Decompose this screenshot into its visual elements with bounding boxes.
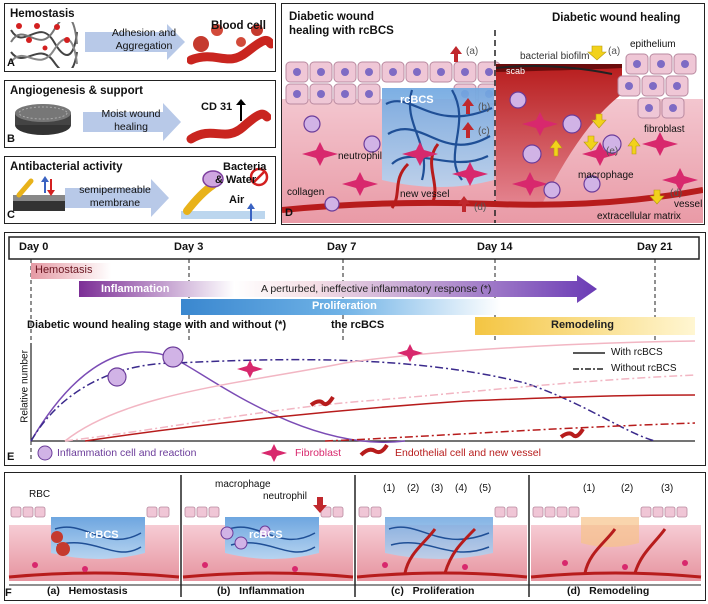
neutrophil-label-b: neutrophil [263, 491, 307, 502]
panel-d-letter: D [285, 207, 293, 219]
curves [30, 340, 696, 462]
legend-with-rcbcs: With rcBCS [611, 347, 663, 358]
macrophage-label: macrophage [578, 170, 634, 181]
air-label: Air [229, 194, 245, 206]
stage-inflammation: (b) Inflammation [217, 585, 305, 597]
day-0-label: Day 0 [19, 241, 49, 253]
epithelium-label: epithelium [630, 39, 676, 50]
scaffold-icon [15, 104, 71, 135]
fibroblast-label: fibroblast [644, 124, 685, 135]
rcbcs-label-a: rcBCS [85, 529, 119, 541]
marker-d3: (3) [661, 483, 674, 494]
cd31-label: CD 31 [201, 101, 233, 113]
vessel-label: vessel [674, 199, 703, 210]
panel-c-letter: C [7, 209, 15, 221]
inflammation-phase: Inflammation [101, 283, 170, 295]
marker-c5: (5) [479, 483, 492, 494]
panel-f-letter: F [5, 587, 12, 599]
collagen-label: collagen [287, 187, 325, 198]
panel-b: Angiogenesis & support Moist wound heali… [4, 80, 276, 148]
membrane-text: semipermeable membrane [79, 184, 151, 209]
membrane-arrow: semipermeable membrane [65, 179, 169, 217]
marker-b: (b) [478, 102, 491, 113]
new-vessel-label: new vessel [400, 189, 450, 200]
marker-e: (e) [606, 146, 619, 157]
legend-without-rcbcs: Without rcBCS [611, 363, 677, 374]
legend-endothelial: Endothelial cell and new vessel [395, 447, 541, 459]
bacteria-barrier-icon [181, 167, 269, 221]
membrane-icon [13, 176, 65, 211]
blood-cell-icon [187, 24, 273, 65]
rbc-label: RBC [29, 489, 51, 500]
hemostasis-phase: Hemostasis [35, 264, 93, 276]
panel-b-title: Angiogenesis & support [10, 85, 143, 97]
panel-d-right-title: Diabetic wound healing [552, 12, 681, 24]
legend-fibroblast: Fibroblast [295, 447, 342, 459]
panel-d: Diabetic wound healing with rcBCS Diabet… [281, 3, 705, 225]
proliferation-phase: Proliferation [312, 300, 377, 312]
legend-inflammation: Inflammation cell and reaction [57, 447, 197, 459]
rcbcs-label: rcBCS [400, 94, 434, 106]
stage-remodeling: (d) Remodeling [567, 585, 650, 597]
marker-c1: (1) [383, 483, 396, 494]
remodeling-phase: Remodeling [551, 319, 614, 331]
marker-d1: (1) [583, 483, 596, 494]
marker-d-left: (d) [474, 202, 487, 213]
adhesion-arrow: Adhesion and Aggregation [85, 24, 185, 60]
wound-illustration [282, 4, 703, 223]
panel-a-title: Hemostasis [10, 8, 75, 20]
panel-e-letter: E [7, 451, 15, 463]
panel-c-title: Antibacterial activity [10, 161, 123, 173]
stage-illustrations [8, 475, 702, 597]
vessel-icon [186, 99, 271, 144]
panel-f: RBC rcBCS macrophage neutrophil rcBCS (1… [4, 472, 706, 601]
marker-a-left: (a) [466, 46, 479, 57]
day-3-label: Day 3 [174, 241, 204, 253]
marker-a-right: (a) [608, 46, 621, 57]
moist-healing-arrow: Moist wound healing [83, 103, 181, 141]
panel-e: Day 0 Day 3 Day 7 Day 14 Day 21 Hemostas… [4, 232, 706, 466]
timeline-chart [8, 236, 700, 459]
panel-a: Hemostasis Adhesion and Aggregation Bloo… [4, 3, 276, 72]
day-14-label: Day 14 [477, 241, 513, 253]
scab-label: scab [506, 66, 526, 76]
panel-c: Antibacterial activity semipermeable mem… [4, 156, 276, 224]
marker-c4: (4) [455, 483, 468, 494]
stage-proliferation: (c) Proliferation [391, 585, 475, 597]
marker-c: (c) [478, 126, 490, 137]
stage-title: Diabetic wound healing stage with and wi… [27, 319, 287, 331]
water-label: & Water [215, 174, 257, 186]
moist-healing-text: Moist wound healing [101, 108, 161, 133]
panel-d-left-title: Diabetic wound healing with rcBCS [289, 11, 394, 37]
marker-d2: (2) [621, 483, 634, 494]
rcbcs-label-b: rcBCS [249, 529, 283, 541]
stage-title-rcbcs: the rcBCS [331, 319, 385, 331]
panel-b-letter: B [7, 133, 15, 145]
perturbed-response: A perturbed, ineffective inflammatory re… [261, 283, 492, 295]
adhesion-text: Adhesion and Aggregation [111, 27, 177, 52]
ecm-label: extracellular matrix [597, 211, 681, 222]
panel-a-letter: A [7, 57, 15, 69]
biofilm-label: bacterial biofilm [520, 51, 590, 62]
stage-hemostasis: (a) Hemostasis [47, 585, 128, 597]
macrophage-label-b: macrophage [215, 479, 271, 490]
blood-cell-label: Blood cell [211, 20, 266, 32]
day-21-label: Day 21 [637, 241, 673, 253]
marker-c2: (2) [407, 483, 420, 494]
dna-strands-icon [10, 22, 78, 68]
marker-c3: (3) [431, 483, 444, 494]
bacteria-label: Bacteria [223, 161, 267, 173]
marker-d-right: (d) [670, 188, 683, 199]
neutrophil-label: neutrophil [338, 151, 382, 162]
day-7-label: Day 7 [327, 241, 357, 253]
